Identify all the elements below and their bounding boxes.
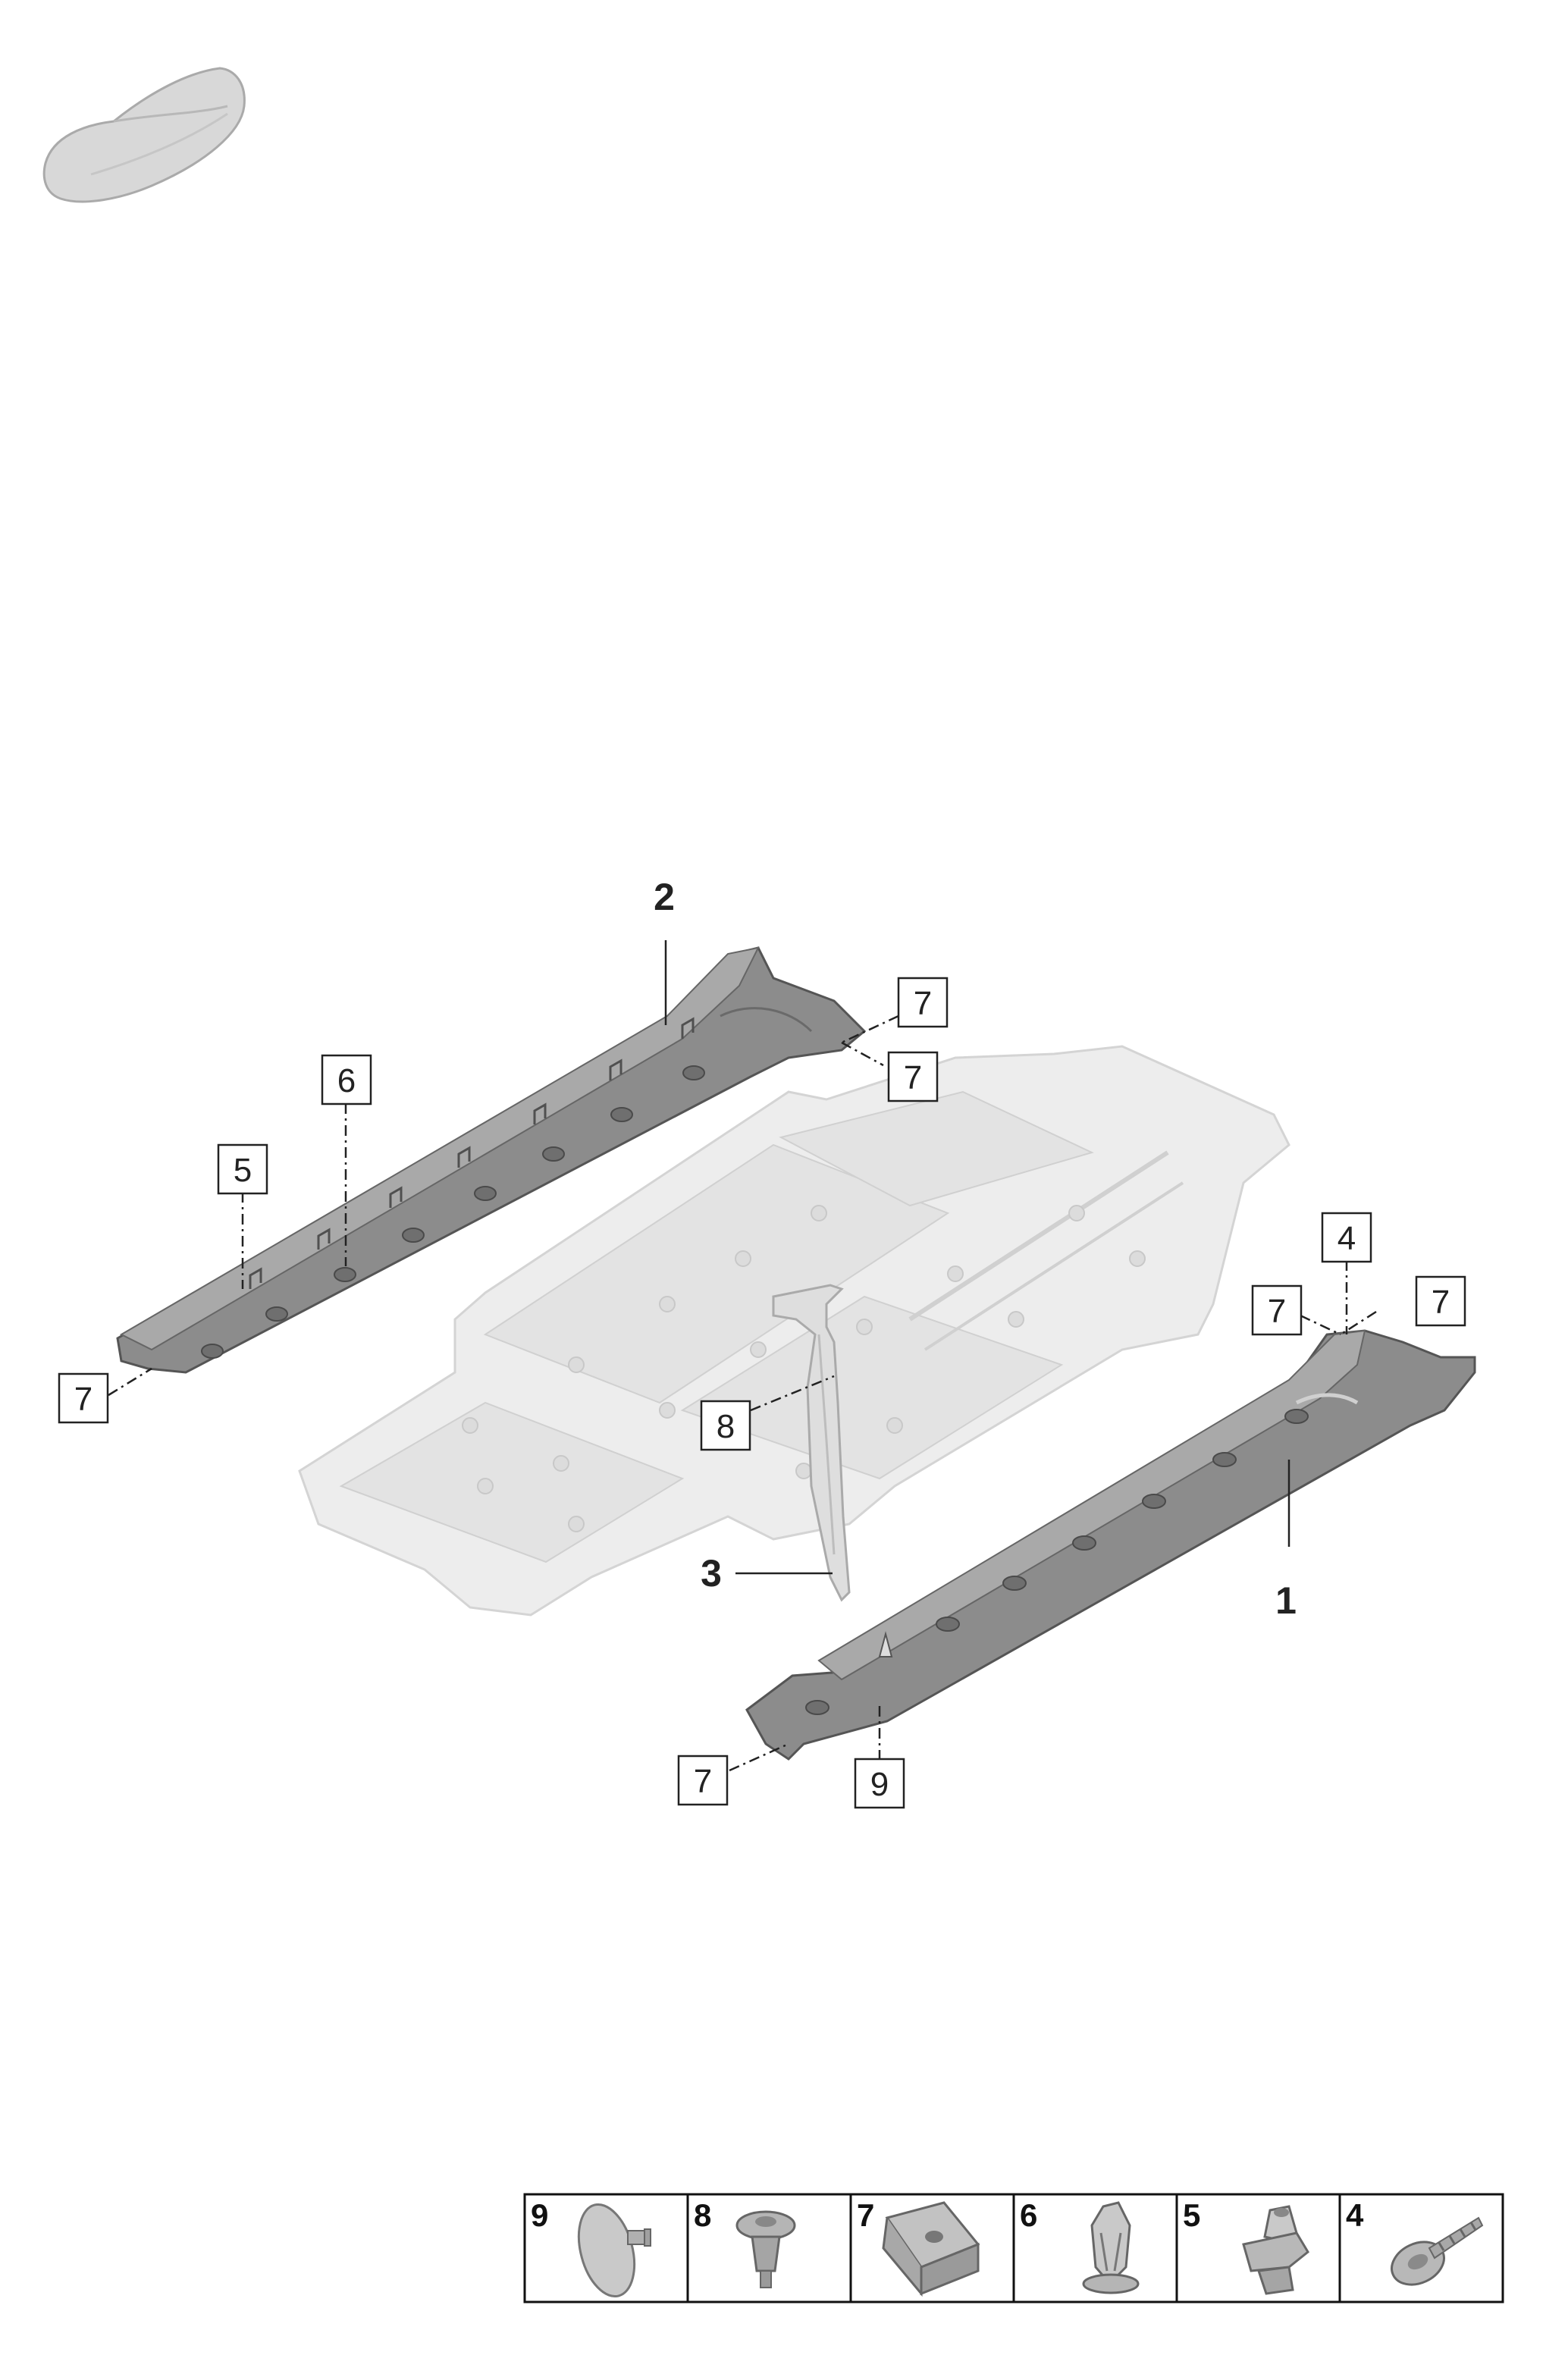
svg-text:7: 7 xyxy=(904,1059,922,1096)
legend-cell-7: 7 xyxy=(849,2193,1015,2303)
callout-part-2: 2 xyxy=(654,876,675,918)
svg-text:7: 7 xyxy=(914,985,932,1022)
legend-cell-4: 4 xyxy=(1338,2193,1504,2303)
callout-part-3: 3 xyxy=(701,1552,722,1595)
legend-cell-6: 6 xyxy=(1012,2193,1178,2303)
svg-text:9: 9 xyxy=(531,2197,548,2233)
leader-lines xyxy=(108,940,1377,1772)
callout-9: 9 xyxy=(854,1758,905,1809)
vehicle-thumbnail-icon xyxy=(42,67,246,203)
svg-text:4: 4 xyxy=(1338,1220,1356,1257)
svg-text:5: 5 xyxy=(234,1152,252,1189)
spring-nut-clip-icon xyxy=(882,2201,980,2297)
callout-7-right-b: 7 xyxy=(1415,1275,1466,1327)
callout-7-top-b: 7 xyxy=(887,1051,939,1102)
svg-text:9: 9 xyxy=(870,1766,889,1803)
parts-legend: 9 8 7 xyxy=(523,2193,1504,2303)
svg-text:4: 4 xyxy=(1346,2197,1364,2233)
svg-text:6: 6 xyxy=(337,1062,356,1099)
callout-7-right-a: 7 xyxy=(1251,1284,1303,1336)
svg-text:7: 7 xyxy=(1268,1293,1286,1330)
callout-5: 5 xyxy=(217,1143,268,1195)
svg-text:8: 8 xyxy=(694,2197,711,2233)
part-1-sill-trim-right xyxy=(745,1329,1476,1761)
svg-text:7: 7 xyxy=(857,2197,874,2233)
callout-4: 4 xyxy=(1321,1212,1372,1263)
washer-head-screw-icon xyxy=(1391,2216,1484,2286)
expansion-rivet-icon xyxy=(735,2210,796,2288)
callout-7-bottom: 7 xyxy=(677,1755,729,1806)
svg-text:6: 6 xyxy=(1020,2197,1037,2233)
svg-text:7: 7 xyxy=(694,1763,712,1800)
svg-text:7: 7 xyxy=(1432,1284,1450,1321)
callout-8: 8 xyxy=(700,1400,751,1451)
part-2-sill-trim-left xyxy=(116,946,867,1374)
part-3-bracket xyxy=(772,1284,851,1602)
push-rivet-icon xyxy=(577,2203,651,2298)
callout-7-left: 7 xyxy=(58,1372,109,1424)
spreading-clip-icon xyxy=(1082,2201,1140,2294)
callout-7-top-a: 7 xyxy=(897,977,949,1028)
legend-cell-9: 9 xyxy=(523,2193,689,2303)
callout-6: 6 xyxy=(321,1054,372,1105)
underbody-panel xyxy=(298,1045,1290,1617)
legend-cell-8: 8 xyxy=(686,2193,852,2303)
legend-cell-5: 5 xyxy=(1175,2193,1341,2303)
svg-text:7: 7 xyxy=(74,1381,93,1418)
svg-text:8: 8 xyxy=(717,1408,735,1445)
callout-part-1: 1 xyxy=(1275,1579,1297,1622)
svg-text:5: 5 xyxy=(1183,2197,1200,2233)
retaining-clip-icon xyxy=(1242,2205,1309,2295)
